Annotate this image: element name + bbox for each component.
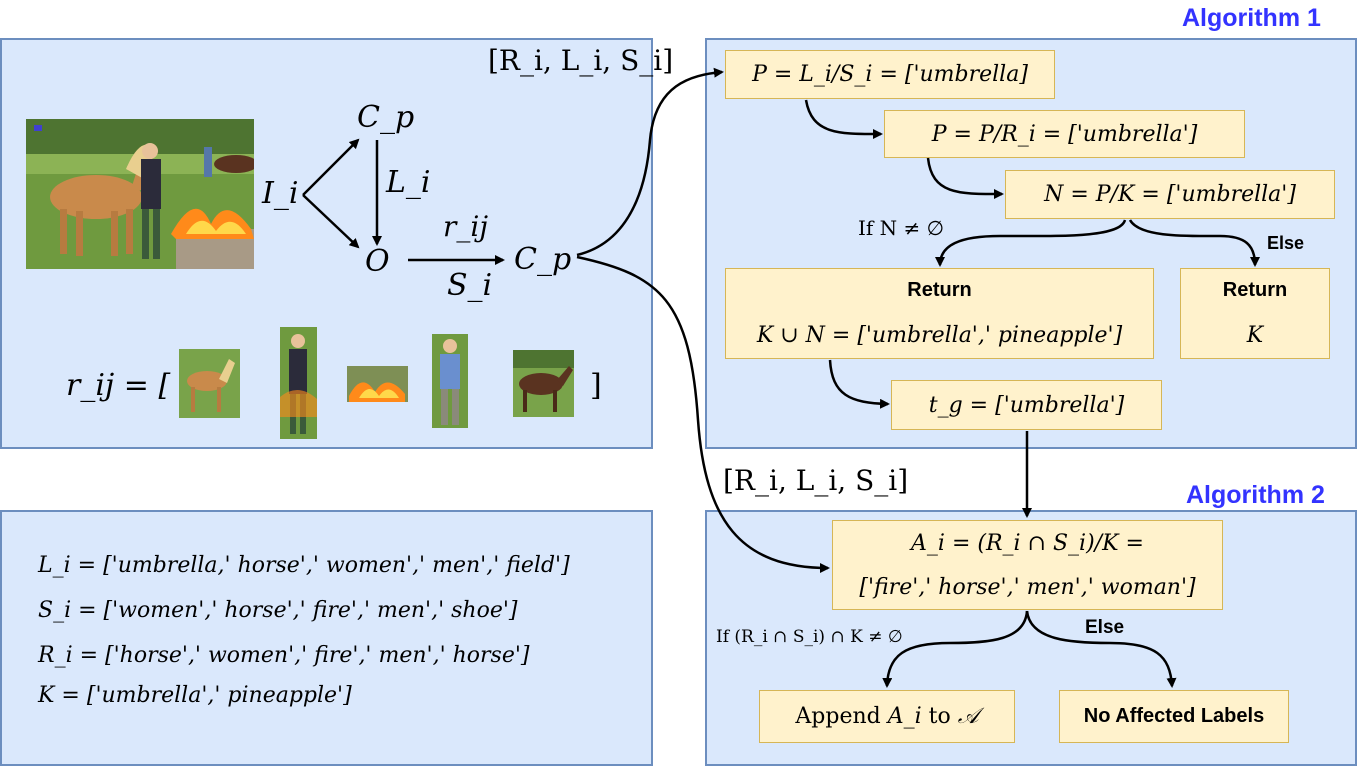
graph-node-cp-top: C_p [357,100,415,135]
alg2-append-set: 𝒜 [957,704,979,729]
alg2-affected-line2: ['fire',' horse',' men',' woman'] [859,574,1196,600]
crops-prefix: r_ij = [ [66,368,171,403]
edge-return-to-target [828,359,890,409]
alg2-append-var: A_i [887,704,922,729]
crop-man-drawing [432,334,468,428]
crop-woman-drawing [280,327,317,439]
triple-label-mid: [R_i, L_i, S_i] [723,464,909,497]
edge-step3-to-return-right [1128,219,1260,267]
alg2-else-label: Else [1085,617,1125,638]
alg2-affected-box: A_i = (R_i ∩ S_i)/K = ['fire',' horse','… [832,520,1223,610]
alg2-affected-line1: A_i = (R_i ∩ S_i)/K = [911,530,1144,556]
graph-node-image: I_i [262,176,299,211]
alg2-append-box: Append A_i to 𝒜 [759,690,1015,743]
algorithm1-title: Algorithm 1 [1182,4,1321,32]
graph-node-object: O [365,244,390,279]
edge-step2-to-step3 [926,157,1004,200]
graph-edge-label-r: r_ij [443,210,489,243]
scene-image [26,119,254,269]
alg1-return-left-box: Return K ∪ N = ['umbrella',' pineapple'] [725,268,1154,359]
edge-step3-to-return-left [935,219,1127,267]
list-R: R_i = ['horse',' women',' fire',' men','… [38,643,530,668]
alg1-return-right-box: Return K [1180,268,1330,359]
crop-horse-drawing [179,349,240,418]
edge-affected-to-noaffected [1025,610,1177,688]
list-S: S_i = ['women',' horse',' fire',' men','… [38,598,518,623]
alg1-if-condition: If N ≠ ∅ [858,216,945,240]
list-L: L_i = ['umbrella,' horse',' women',' men… [38,553,570,578]
crop-brown-horse [513,350,574,417]
crop-woman [280,327,317,439]
alg1-return-right-expr: K [1246,322,1264,348]
crop-brown-horse-drawing [513,350,574,417]
graph-edge-label-L: L_i [386,165,431,200]
triple-label-top: [R_i, L_i, S_i] [488,44,674,77]
alg2-append-mid: to [928,704,951,729]
edge-image-to-object [302,194,360,249]
crop-fire [347,366,408,402]
alg2-append-prefix: Append [795,704,881,729]
graph-node-cp-right: C_p [514,242,572,277]
crop-man [432,334,468,428]
alg1-return-right-title: Return [1222,279,1288,302]
alg2-no-affected-box: No Affected Labels [1059,690,1289,743]
algorithm2-title: Algorithm 2 [1186,481,1325,509]
alg1-step2-box: P = P/R_i = ['umbrella'] [884,110,1245,158]
edge-step1-to-step2 [804,99,883,140]
crop-horse [179,349,240,418]
scene-image-drawing [26,119,254,269]
alg1-return-left-title: Return [907,279,972,302]
alg1-step3-box: N = P/K = ['umbrella'] [1005,170,1335,219]
edge-affected-to-append [882,610,1029,688]
crop-fire-drawing [347,366,408,402]
label-lists-panel [0,510,653,766]
list-K: K = ['umbrella',' pineapple'] [38,683,352,708]
alg2-if-condition: If (R_i ∩ S_i) ∩ K ≠ ∅ [716,627,903,647]
edge-cp-to-alg1 [576,67,724,257]
alg1-else-label: Else [1267,233,1305,253]
crops-suffix: ] [590,368,602,403]
alg1-return-left-expr: K ∪ N = ['umbrella',' pineapple'] [756,322,1123,348]
graph-edge-label-S: S_i [447,268,493,303]
alg1-target-box: t_g = ['umbrella'] [891,380,1162,430]
edge-cp-to-alg2 [576,255,830,573]
alg1-step1-box: P = L_i/S_i = ['umbrella] [725,50,1055,99]
edge-image-to-cp [302,138,360,196]
